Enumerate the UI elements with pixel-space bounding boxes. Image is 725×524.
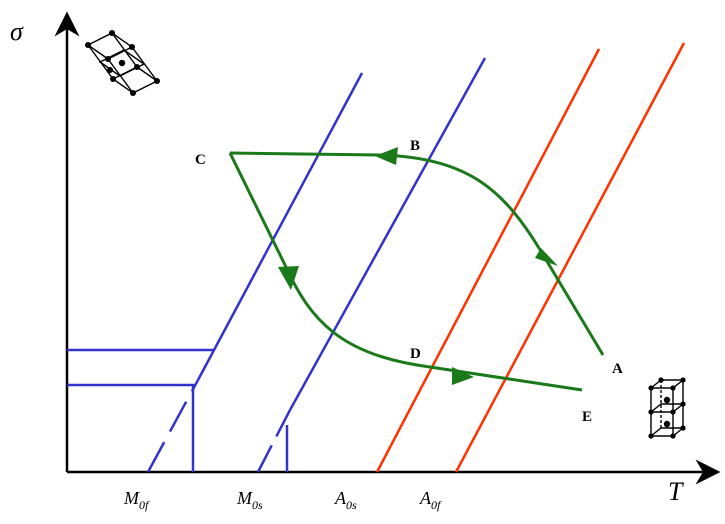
austenite-lattice-icon [648,377,686,439]
point-c-label: C [195,152,206,168]
path-b-curve [379,153,547,259]
m0s-line-solid [288,57,487,411]
tick-label-m0f: M0f [123,488,150,512]
point-b-label: B [410,138,420,154]
tick-label-a0f: A0f [419,488,442,512]
point-e-label: E [582,409,592,425]
m0f-line-solid [196,72,364,381]
point-a-label: A [612,361,623,377]
arrow-right-head [452,367,474,385]
axes: σ T [10,11,721,506]
point-d-label: D [410,346,421,362]
martensite-lines [67,57,487,473]
austenite-lines [375,42,686,473]
stress-level-lower [67,383,195,472]
a0f-line [454,42,686,473]
path-b-to-c [229,151,381,157]
arrow-left-head [375,147,398,165]
tick-label-m0s: M0s [236,488,263,512]
temperature-labels: M0f M0s A0s A0f [123,488,442,512]
m0s-line-dashed [256,409,292,473]
point-labels: A B C D E [195,138,623,425]
loading-path [228,147,605,392]
arrow-up-head [535,248,558,266]
path-c-to-d [228,152,287,266]
arrow-down-head [278,266,299,290]
a0s-line [375,48,601,473]
tick-label-a0s: A0s [334,488,357,512]
y-axis-label: σ [10,17,24,46]
m0f-line-dashed [146,379,200,473]
path-d-curve [283,264,583,392]
path-a-to-b [543,257,605,356]
martensite-lattice-icon [85,30,160,96]
x-axis-label: T [668,477,684,506]
